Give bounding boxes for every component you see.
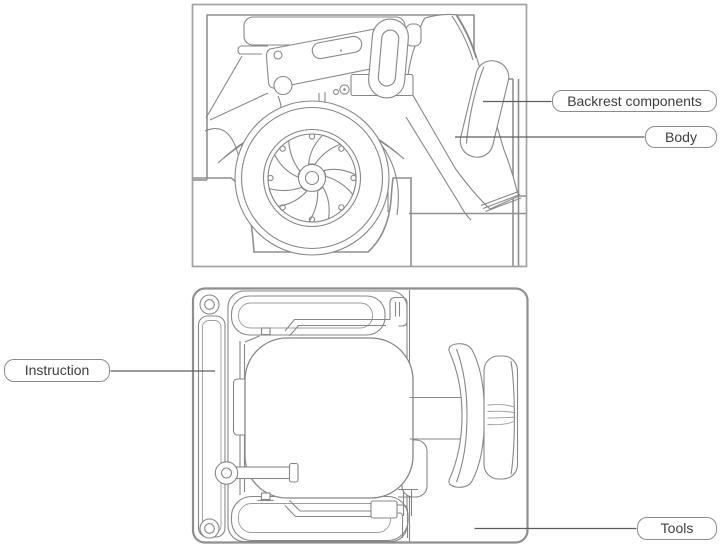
bottom-wheel-capsule <box>230 495 409 542</box>
seat-top-view <box>244 337 414 499</box>
carry-handle <box>368 18 409 99</box>
folded-scooter-side-view <box>204 13 522 256</box>
seat-base-flange <box>237 45 268 55</box>
corner-bolts <box>199 294 220 539</box>
tools-compartment <box>409 343 519 488</box>
callout-label-instruction: Instruction <box>4 359 110 382</box>
axle-rod <box>214 461 299 485</box>
leader-lines <box>110 100 645 530</box>
rear-wheel <box>234 100 390 256</box>
body-shell <box>405 13 522 221</box>
instruction-panel <box>197 315 226 538</box>
plug-bracket <box>398 488 418 516</box>
callout-label-tools: Tools <box>637 517 717 540</box>
tube-clips <box>257 327 274 502</box>
folded-tiller-arm <box>265 27 381 96</box>
packed-parts-top-view <box>214 295 519 542</box>
backrest-piece <box>459 60 510 158</box>
callout-label-body: Body <box>645 126 717 148</box>
top-wheel-capsule <box>230 295 408 337</box>
callout-label-backrest-components: Backrest components <box>552 90 717 112</box>
